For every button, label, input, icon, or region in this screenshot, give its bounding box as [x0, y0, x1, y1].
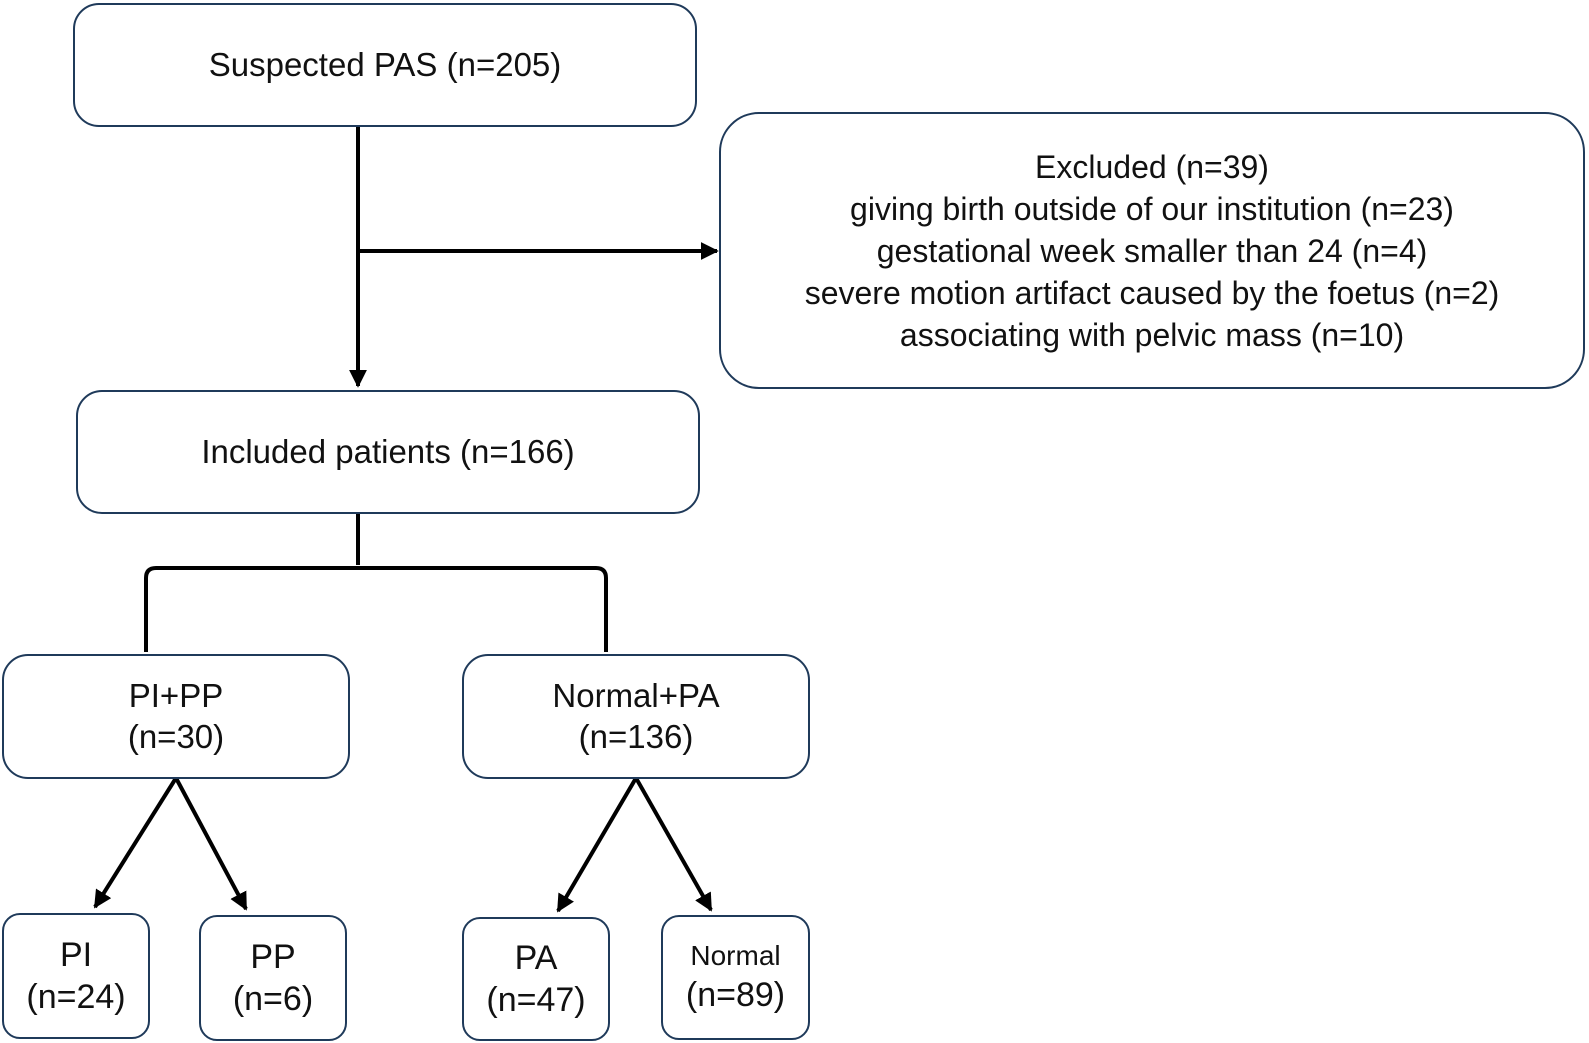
arrow-to-pa	[556, 776, 638, 913]
subgroup-name: PP	[250, 937, 296, 976]
connector-group-bracket	[144, 566, 608, 652]
excluded-title: Excluded (n=39)	[1035, 148, 1269, 185]
subgroup-count: (n=6)	[232, 980, 314, 1018]
arrow-to-pp	[174, 777, 248, 911]
subgroup-name: Normal	[690, 940, 781, 972]
subgroup-name: PI	[59, 935, 93, 974]
included-patients-label: Included patients (n=166)	[201, 432, 575, 470]
subgroup-count: (n=24)	[26, 978, 126, 1016]
group-name: PI+PP	[128, 676, 224, 714]
excluded-box: Excluded (n=39) giving birth outside of …	[719, 112, 1585, 389]
group-box-pi-pp: PI+PP (n=30)	[2, 654, 350, 779]
included-patients-box: Included patients (n=166)	[76, 390, 700, 514]
subgroup-count: (n=89)	[685, 975, 786, 1014]
group-count: (n=136)	[578, 717, 694, 755]
subgroup-box-normal: Normal (n=89)	[661, 915, 810, 1040]
group-box-normal-pa: Normal+PA (n=136)	[462, 654, 810, 779]
excluded-reason: gestational week smaller than 24 (n=4)	[876, 232, 1428, 269]
suspected-pas-box: Suspected PAS (n=205)	[73, 3, 697, 127]
excluded-reason: associating with pelvic mass (n=10)	[899, 316, 1405, 353]
suspected-pas-label: Suspected PAS (n=205)	[208, 45, 562, 83]
excluded-reason: giving birth outside of our institution …	[850, 190, 1454, 227]
subgroup-name: PA	[514, 938, 558, 977]
subgroup-count: (n=47)	[486, 981, 586, 1019]
group-count: (n=30)	[127, 717, 225, 755]
excluded-reason: severe motion artifact caused by the foe…	[804, 274, 1500, 311]
arrow-to-normal	[634, 777, 713, 912]
subgroup-box-pp: PP (n=6)	[199, 915, 347, 1041]
group-name: Normal+PA	[552, 676, 720, 714]
arrow-to-pi	[93, 776, 178, 909]
subgroup-box-pi: PI (n=24)	[2, 913, 150, 1039]
subgroup-box-pa: PA (n=47)	[462, 917, 610, 1041]
